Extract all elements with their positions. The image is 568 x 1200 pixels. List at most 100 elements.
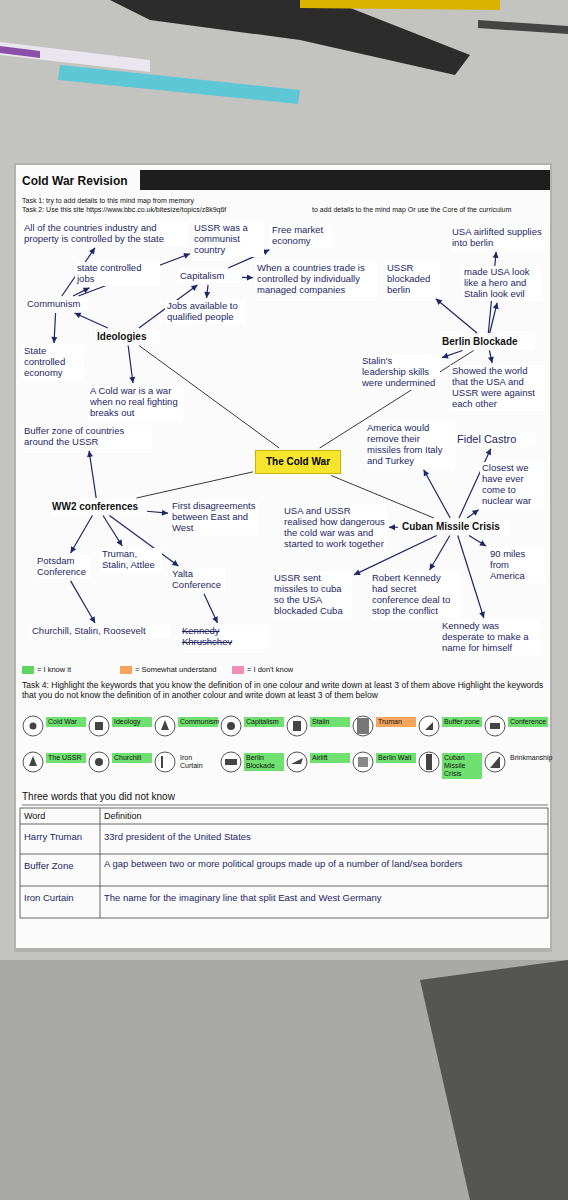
table-header: Word bbox=[24, 811, 96, 821]
connector bbox=[430, 536, 450, 571]
branch-topic: WW2 conferences bbox=[50, 500, 145, 514]
node-text: Buffer zone of countries around the USSR bbox=[24, 426, 150, 448]
connector bbox=[490, 303, 499, 333]
node-text: Cuban Missile Crisis bbox=[402, 521, 508, 533]
node-text: Robert Kennedy had secret conference dea… bbox=[372, 573, 458, 617]
node-text: Closest we have ever come to nuclear war bbox=[482, 463, 544, 507]
keyword-label: Communism bbox=[178, 717, 218, 727]
connector-line bbox=[430, 536, 450, 571]
arrow-head bbox=[191, 285, 198, 291]
node-text: Truman, Stalin, Attlee bbox=[102, 549, 160, 571]
connector bbox=[87, 451, 96, 498]
table-cell: The name for the imaginary line that spl… bbox=[104, 892, 544, 903]
connector bbox=[136, 472, 253, 498]
table-cell: Harry Truman bbox=[24, 831, 98, 842]
node-text: made USA look like a hero and Stalin loo… bbox=[464, 267, 540, 300]
legend-swatch bbox=[232, 666, 244, 674]
table-header: Definition bbox=[104, 811, 304, 821]
handwritten-note: Free market economy bbox=[270, 224, 332, 248]
node-text: Ideologies bbox=[97, 331, 157, 343]
arrow-head bbox=[436, 299, 443, 305]
arrow-head bbox=[129, 377, 135, 383]
node-text: USSR was a communist country bbox=[194, 223, 262, 256]
keyword-label: Truman bbox=[376, 717, 416, 727]
legend-text: = I know it bbox=[37, 665, 71, 674]
connector bbox=[71, 581, 95, 623]
keyword-label: Berlin Blockade bbox=[244, 753, 284, 771]
keyword-label: Churchill bbox=[112, 753, 152, 763]
connector-line bbox=[469, 536, 486, 547]
instruction-text: to add details to the mind map Or use th… bbox=[312, 206, 548, 214]
node-text: USA airlifted supplies into berlin bbox=[452, 227, 543, 249]
handwritten-note: Buffer zone of countries around the USSR bbox=[22, 425, 152, 449]
handwritten-note: A Cold war is a war when no real fightin… bbox=[88, 385, 183, 420]
arrow-head bbox=[75, 313, 82, 318]
connector-line bbox=[71, 516, 93, 554]
table-cell: 33rd president of the United States bbox=[104, 831, 544, 842]
arrow-head bbox=[493, 252, 499, 258]
node-text: WW2 conferences bbox=[52, 501, 143, 513]
connector bbox=[424, 470, 451, 518]
node-text: Stalin's leadership skills were undermin… bbox=[362, 356, 438, 389]
arrow-head bbox=[486, 449, 491, 456]
handwritten-note: Potsdam Conference bbox=[35, 555, 90, 579]
connector bbox=[436, 299, 477, 333]
arrow-head bbox=[488, 357, 494, 363]
connector bbox=[442, 351, 463, 359]
central-topic: The Cold War bbox=[255, 450, 341, 474]
arrow-head bbox=[472, 510, 479, 516]
connector bbox=[128, 346, 135, 384]
table-cell: A gap between two or more political grou… bbox=[104, 858, 544, 869]
connector-line bbox=[103, 516, 122, 547]
handwritten-note: USA and USSR realised how dangerous the … bbox=[282, 505, 387, 551]
arrow-head bbox=[71, 546, 77, 553]
handwritten-note: All of the countries industry and proper… bbox=[22, 222, 187, 246]
node-text: When a countries trade is controlled by … bbox=[257, 263, 375, 296]
arrow-head bbox=[247, 274, 253, 280]
node-text: Yalta Conference bbox=[172, 569, 223, 591]
connector-line bbox=[136, 472, 253, 498]
connector-line bbox=[75, 313, 108, 328]
instruction-text: Task 1: try to add details to this mind … bbox=[22, 197, 542, 205]
node-text: Potsdam Conference bbox=[37, 556, 88, 578]
handwritten-note: When a countries trade is controlled by … bbox=[255, 262, 377, 297]
node-text: Capitalism bbox=[180, 271, 238, 282]
node-text: 90 miles from America bbox=[490, 549, 544, 582]
handwritten-note: Communism bbox=[25, 298, 87, 311]
node-text: America would remove their missiles from… bbox=[367, 423, 453, 467]
arrow-head bbox=[479, 611, 485, 618]
node-text: The Cold War bbox=[260, 456, 336, 468]
keyword-label: Capitalism bbox=[244, 717, 284, 727]
arrow-head bbox=[212, 616, 217, 623]
node-text: A Cold war is a war when no real fightin… bbox=[90, 386, 181, 419]
connector-line bbox=[436, 299, 477, 333]
legend-text: = I don't know bbox=[247, 665, 293, 674]
arrow-head bbox=[442, 353, 449, 359]
legend-swatch bbox=[120, 666, 132, 674]
handwritten-note: State controlled economy bbox=[22, 345, 84, 380]
handwritten-note: USA airlifted supplies into berlin bbox=[450, 226, 545, 250]
handwritten-note: Kennedy was desperate to make a name for… bbox=[440, 620, 540, 655]
arrow-head bbox=[116, 539, 122, 546]
connector bbox=[204, 594, 218, 623]
node-text: Communism bbox=[27, 299, 85, 310]
node-text: State controlled economy bbox=[24, 346, 82, 379]
arrow-head bbox=[89, 248, 95, 255]
sheet-title: Cold War Revision bbox=[22, 174, 128, 188]
table-cell: Buffer Zone bbox=[24, 860, 98, 871]
section-heading: Three words that you did not know bbox=[22, 791, 322, 802]
table-cell: Iron Curtain bbox=[24, 892, 98, 903]
node-text: Berlin Blockade bbox=[442, 336, 533, 348]
handwritten-note: Fidel Castro bbox=[455, 432, 535, 447]
arrow-head bbox=[424, 470, 430, 477]
handwritten-note: USSR was a communist country bbox=[192, 222, 264, 257]
keyword-label: Buffer zone bbox=[442, 717, 482, 727]
handwritten-note: First disagreements between East and Wes… bbox=[170, 500, 258, 535]
handwritten-note: Closest we have ever come to nuclear war bbox=[480, 462, 546, 508]
arrow-head bbox=[162, 510, 168, 516]
branch-topic: Berlin Blockade bbox=[440, 335, 535, 349]
legend-text: = Somewhat understand bbox=[135, 665, 217, 674]
node-text: Kennedy Khrushchev bbox=[182, 626, 266, 648]
handwritten-note: 90 miles from America bbox=[488, 548, 546, 583]
